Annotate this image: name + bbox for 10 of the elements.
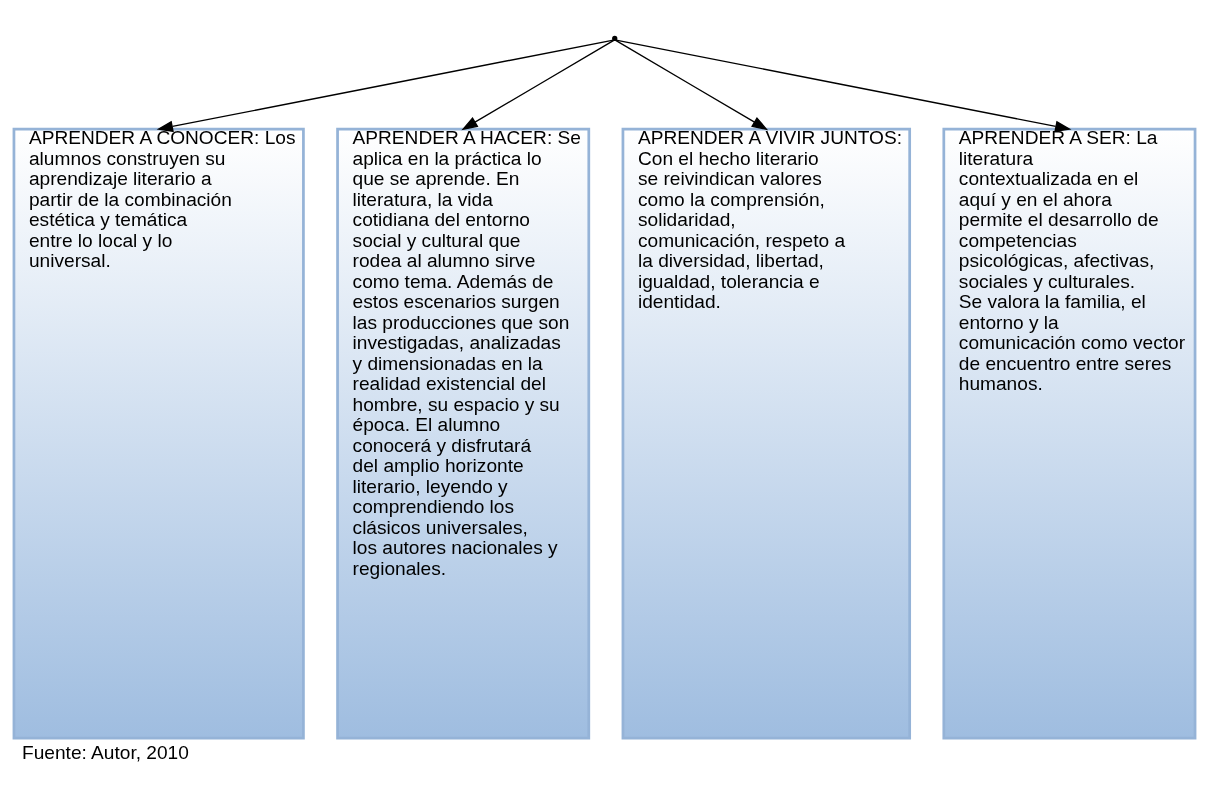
caption: Fuente: Autor, 2010	[22, 741, 189, 763]
arrow	[461, 39, 615, 131]
node-box: APRENDER A VIVIR JUNTOS: Con el hecho literario se reivindican valores como la comprensión, solidaridad, comunicación, respeto a la diversidad, libertad, igualdad, tolerancia e identidad.	[621, 127, 912, 740]
node-box: APRENDER A HACER: Se aplica en la práctica lo que se aprende. En literatura, la vida cotidiana del entorno social y cultural que rodea al alumno sirve como tema. Además de estos escenarios surgen las producciones que son investigadas, analizadas y dimensionadas en la realidad existencial del hombre, su espacio y su época. El alumno conocerá y disfrutará del amplio horizonte literario, leyendo y comprendiendo los clásicos universales, los autores nacionales y regionales.	[336, 127, 591, 740]
node-box: APRENDER A CONOCER: Los alumnos construyen su aprendizaje literario a partir de la combinación estética y temática entre lo local y lo universal.	[12, 127, 305, 740]
arrow	[615, 39, 769, 131]
node-point	[612, 35, 618, 42]
arrow	[615, 39, 1072, 133]
node-box: APRENDER A SER: La literatura contextualizada en el aquí y en el ahora permite el desarrollo de competencias psicológicas, afectivas, sociales y culturales. Se valora la familia, el entorno y la comunicación como vector de encuentro entre seres humanos.	[942, 127, 1197, 740]
arrow	[156, 39, 615, 133]
